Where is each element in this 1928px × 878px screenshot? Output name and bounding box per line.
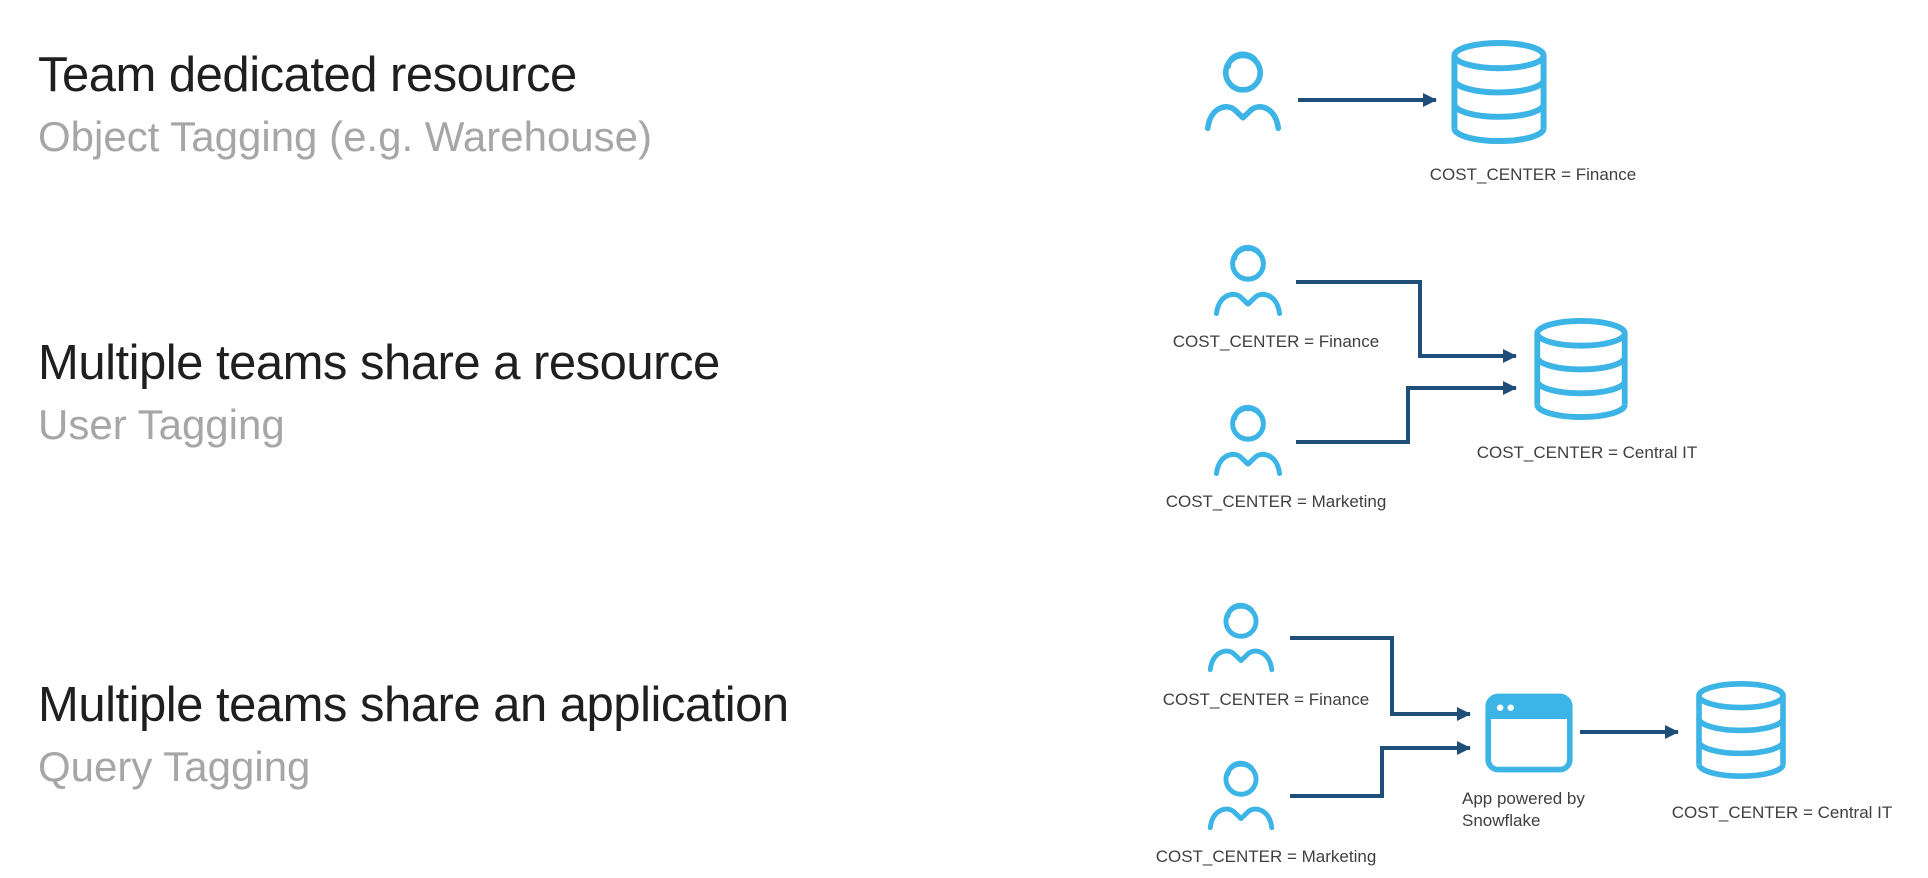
section-heading-share-application: Multiple teams share an application Quer…	[38, 678, 789, 790]
section-heading-share-resource: Multiple teams share a resource User Tag…	[38, 336, 720, 448]
user-icon	[1200, 598, 1282, 680]
cost-center-label: COST_CENTER = Central IT	[1476, 443, 1698, 462]
user-icon	[1200, 756, 1282, 838]
app-caption: App powered by Snowflake	[1462, 789, 1585, 831]
section-title: Multiple teams share an application	[38, 678, 789, 732]
section-title: Team dedicated resource	[38, 48, 577, 102]
cost-center-label: COST_CENTER = Marketing	[1165, 492, 1387, 511]
cost-center-label: COST_CENTER = Central IT	[1671, 803, 1893, 822]
arrow-user2-to-db-row2	[1296, 381, 1517, 444]
section-subtitle: Query Tagging	[38, 742, 311, 790]
app-window-icon	[1484, 692, 1574, 774]
section-subtitle: User Tagging	[38, 400, 285, 448]
user-icon	[1206, 400, 1290, 484]
cost-center-label: COST_CENTER = Finance	[1162, 690, 1370, 709]
cost-center-label: COST_CENTER = Marketing	[1155, 847, 1377, 866]
database-icon	[1530, 316, 1632, 422]
arrow-user2-to-app-row3	[1290, 741, 1471, 798]
user-icon	[1206, 240, 1290, 324]
section-title: Multiple teams share a resource	[38, 336, 720, 390]
section-heading-team-dedicated: Team dedicated resource Object Tagging (…	[38, 48, 652, 160]
database-icon	[1692, 678, 1790, 782]
cost-center-label: COST_CENTER = Finance	[1429, 165, 1637, 184]
database-icon	[1447, 38, 1551, 146]
user-icon	[1196, 46, 1290, 140]
section-subtitle: Object Tagging (e.g. Warehouse)	[38, 112, 653, 160]
cost-center-label: COST_CENTER = Finance	[1172, 332, 1380, 351]
